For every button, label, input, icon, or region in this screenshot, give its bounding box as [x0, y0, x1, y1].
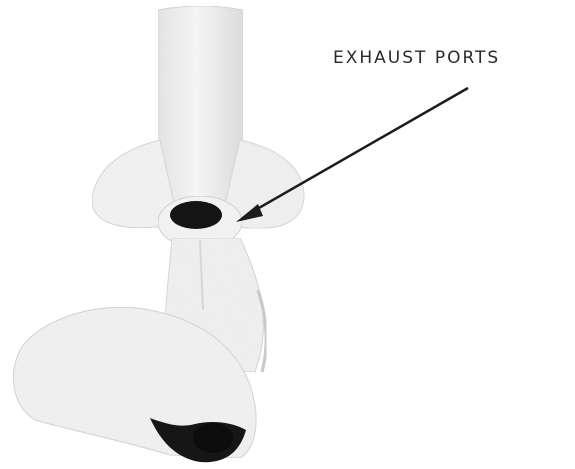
exhaust-ports-label: EXHAUST PORTS [333, 48, 500, 68]
exhaust-port [170, 201, 222, 229]
